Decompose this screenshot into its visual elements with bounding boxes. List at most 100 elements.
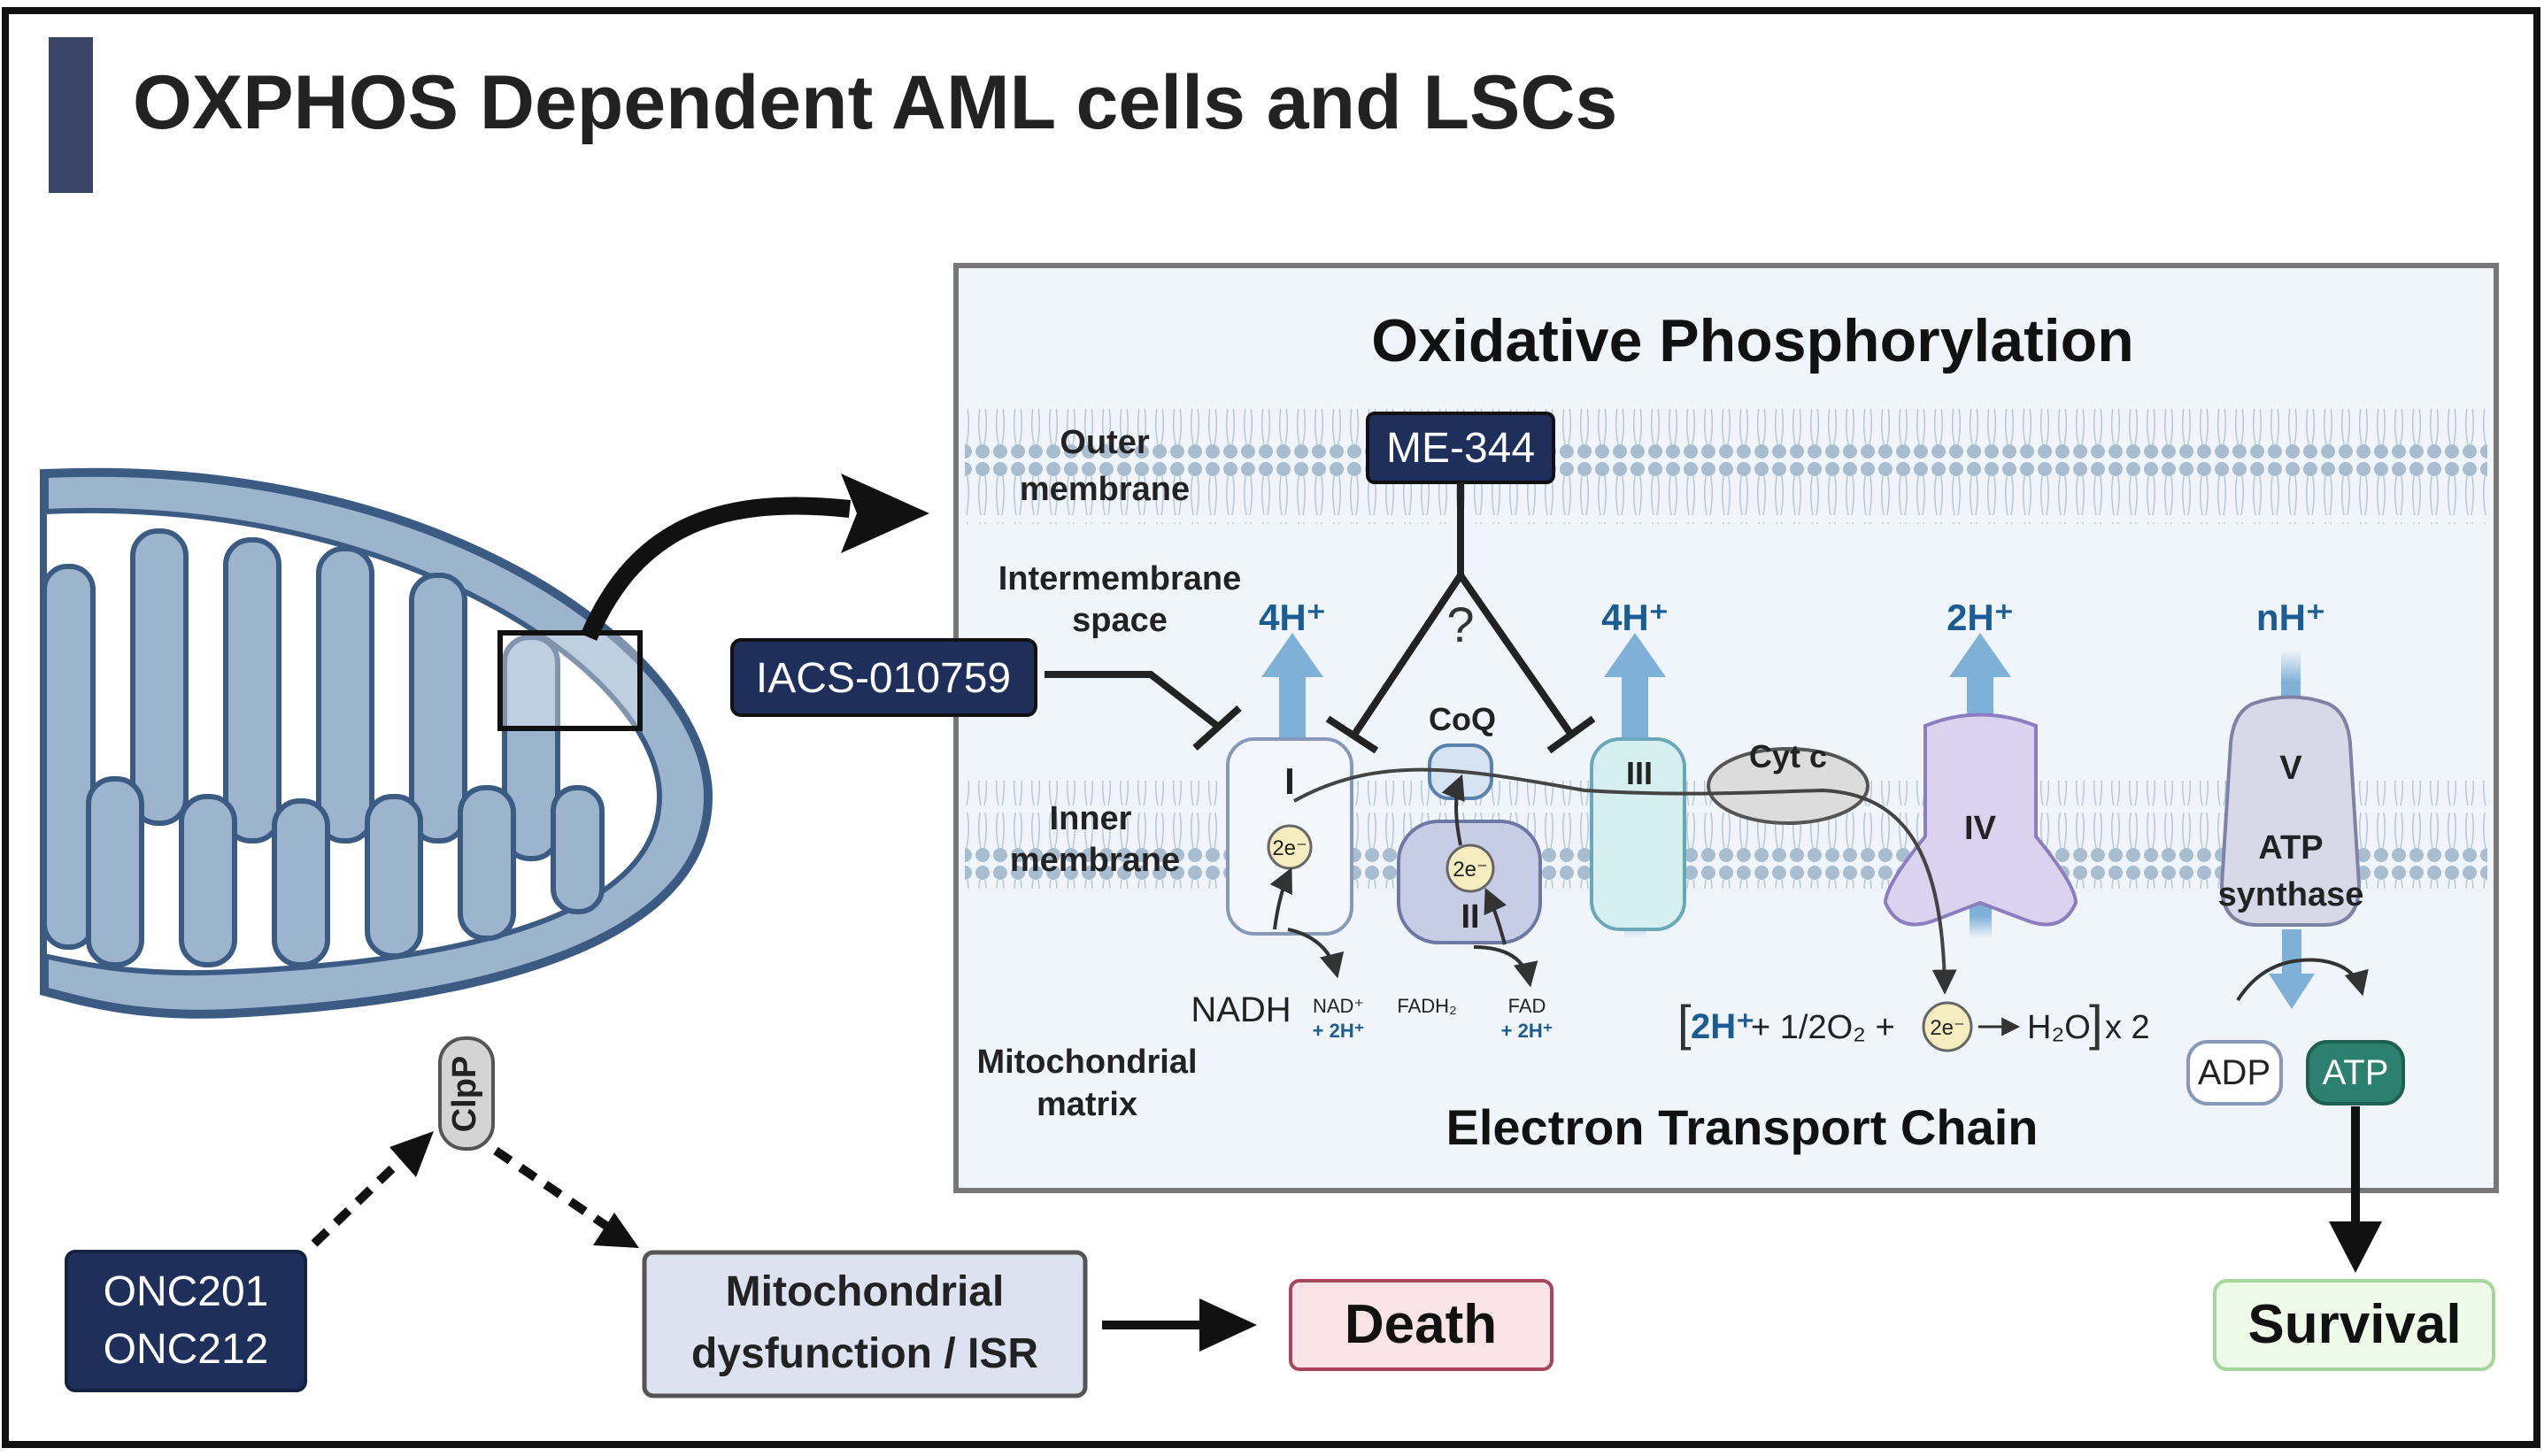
atp-pill [2306, 1040, 2405, 1105]
electron-flow-path [1293, 767, 1957, 995]
zoom-arrow-shaft [580, 497, 852, 641]
onc-to-clpp-arrow [311, 1149, 412, 1247]
outer-membrane-label-1: Outer [1060, 424, 1150, 461]
crista [365, 794, 423, 959]
crista [551, 785, 605, 914]
proton-arrow-c5 [2281, 651, 2301, 704]
proton-label-c3: 4H⁺ [1601, 597, 1669, 638]
figure-title: OXPHOS Dependent AML cells and LSCs [133, 60, 1617, 145]
proton-arrowhead-c1 [1261, 633, 1323, 677]
equation-electron [1922, 1001, 1973, 1052]
survival-box [2213, 1279, 2495, 1371]
dysfunction-to-death-arrowhead [1199, 1298, 1257, 1352]
nadh-electron-arrow [1269, 867, 1292, 930]
fadh2-electron-arrow [1484, 887, 1507, 945]
panel-footer: Electron Transport Chain [1446, 1099, 2039, 1155]
matrix-label-1: Mitochondrial [976, 1044, 1197, 1081]
me344-question-mark: ? [1446, 597, 1474, 652]
zoom-region-box [497, 630, 643, 731]
onc212-label: ONC212 [104, 1326, 269, 1373]
onc-drug-box [65, 1250, 307, 1392]
crista [179, 794, 237, 967]
complex-v-label: V [2279, 750, 2302, 787]
cytochrome-c [1707, 747, 1869, 825]
fad-protons-label: + 2H⁺ [1501, 1020, 1553, 1042]
clpp-protein: ClpP [438, 1036, 495, 1151]
figure-frame [2, 7, 2540, 1448]
me344-inhibition-lines [1351, 482, 1575, 737]
electron-c2 [1445, 844, 1495, 893]
complex-i-label: I [1284, 760, 1295, 802]
cytc-label: Cyt c [1749, 738, 1827, 774]
panel-title: Oxidative Phosphorylation [1371, 307, 2134, 374]
iacs-inhibition-line [1045, 671, 1220, 729]
nadh-oxidation-arrow [1287, 928, 1345, 979]
crista [223, 537, 281, 844]
proton-label-c1: 4H⁺ [1259, 597, 1326, 638]
outer-membrane [965, 409, 2487, 524]
dysfunction-line-2: dysfunction / ISR [691, 1330, 1038, 1377]
oxphos-panel: Oxidative Phosphorylation Outer membrane… [730, 263, 2499, 1193]
title-accent-bar [49, 37, 93, 193]
me344-block-complex-iii [1546, 715, 1596, 754]
iacs-box [730, 638, 1037, 717]
clpp-capsule [438, 1036, 495, 1151]
clpp-label: ClpP [446, 1056, 483, 1133]
complex-iv-label: IV [1964, 810, 1997, 847]
me344-block-complex-i [1325, 715, 1379, 754]
electron-c2-label: 2e⁻ [1453, 858, 1487, 882]
crista [316, 546, 374, 844]
me344-label: ME-344 [1386, 425, 1535, 472]
onc201-label: ONC201 [104, 1268, 269, 1315]
complex-iii [1590, 737, 1686, 931]
complex-iv [1883, 713, 2078, 927]
complex-v-atp-label: ATP [2258, 829, 2323, 867]
iacs-block-complex-i [1192, 705, 1242, 751]
fadh2-label: FADH₂ [1397, 995, 1456, 1017]
intermembrane-label-1: Intermembrane [998, 560, 1242, 597]
crista [42, 564, 96, 950]
equation-oxygen: + 1/2O₂ + [1751, 1009, 1895, 1046]
iacs-label: IACS-010759 [756, 655, 1011, 702]
equation-bracket-open: [ [1677, 995, 1692, 1051]
proton-arrowhead-c3 [1604, 633, 1666, 677]
complex-iii-label: III [1626, 755, 1653, 791]
clpp-to-dysfunction-arrow [493, 1146, 609, 1230]
adp-pill [2186, 1040, 2283, 1105]
inner-membrane-label-1: Inner [1050, 800, 1132, 837]
clpp-to-dysfunction-arrowhead [593, 1213, 639, 1248]
electron-c1-label: 2e⁻ [1272, 836, 1307, 860]
atp-to-survival-arrowhead [2329, 1221, 2382, 1273]
fad-label: FAD [1508, 995, 1546, 1017]
nadh-label: NADH [1191, 990, 1291, 1029]
equation-water: H₂O [2027, 1009, 2091, 1046]
complex-ii-label: II [1461, 898, 1479, 936]
adp-label: ADP [2198, 1053, 2270, 1092]
proton-arrowhead-c4 [1949, 633, 2011, 677]
equation-electron-label: 2e⁻ [1930, 1016, 1964, 1040]
onc-to-clpp-arrowhead [389, 1131, 434, 1177]
coq-label: CoQ [1429, 701, 1496, 737]
proton-label-c4: 2H⁺ [1947, 597, 2014, 638]
fadh2-oxidation-arrow [1473, 945, 1538, 988]
mitochondrion [40, 467, 713, 1019]
nad-label: NAD⁺ [1313, 995, 1364, 1017]
outer-membrane-label-2: membrane [1020, 471, 1190, 508]
complex-v [2219, 695, 2362, 927]
proton-label-c5: nH⁺ [2256, 597, 2325, 638]
death-label: Death [1345, 1294, 1497, 1355]
survival-label: Survival [2247, 1294, 2461, 1355]
complex-v-synthase-label: synthase [2218, 876, 2364, 913]
adp-to-atp-arrow [2236, 958, 2369, 1002]
atp-synthase-proton-exit-head [2269, 974, 2315, 1009]
dysfunction-line-1: Mitochondrial [726, 1268, 1005, 1315]
crista [272, 798, 330, 967]
equation-multiplier: x 2 [2105, 1009, 2150, 1046]
equation-bracket-close: ] [2089, 995, 2103, 1051]
atp-label: ATP [2323, 1053, 2389, 1092]
crista [86, 776, 144, 967]
zoom-arrowhead [841, 474, 929, 553]
crista [130, 528, 189, 826]
